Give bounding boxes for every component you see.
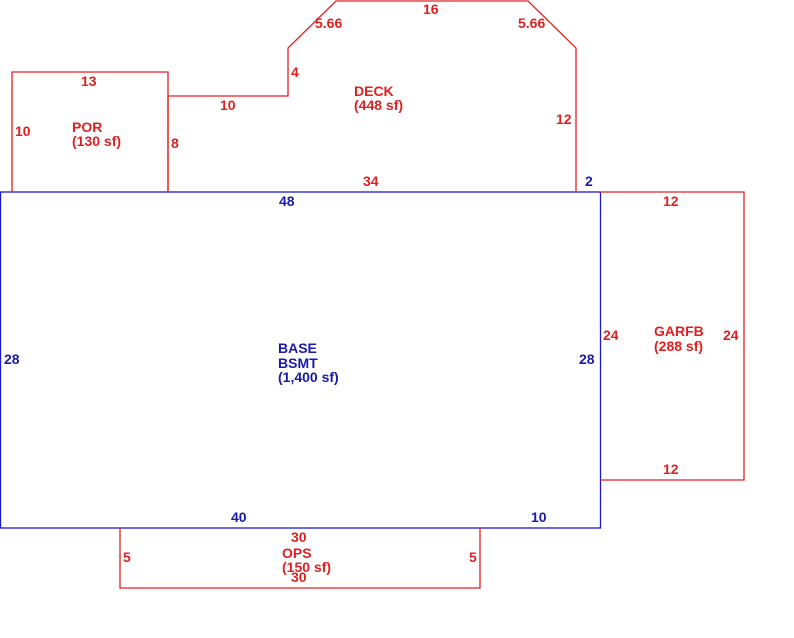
por-name: POR — [72, 119, 102, 135]
dim-garfb-right: 24 — [723, 327, 739, 343]
dim-deck-diag-right: 5.66 — [518, 15, 545, 31]
dim-garfb-bottom: 12 — [663, 461, 679, 477]
dim-deck-bottom: 34 — [363, 173, 379, 189]
por-area: (130 sf) — [72, 133, 121, 149]
dim-garfb-top: 12 — [663, 193, 679, 209]
por-outline — [11, 71, 169, 192]
deck-outline — [167, 0, 577, 192]
base-name-line2: BSMT — [278, 355, 318, 371]
dim-ops-left: 5 — [123, 549, 131, 565]
dim-base-left: 28 — [4, 351, 20, 367]
dim-deck-right-step: 2 — [585, 173, 593, 189]
garfb-name: GARFB — [654, 323, 704, 339]
ops-outline — [119, 528, 481, 589]
dim-deck-right: 12 — [556, 111, 572, 127]
dim-deck-step-vertical: 4 — [291, 64, 299, 80]
dim-ops-bottom: 30 — [291, 569, 307, 585]
dim-deck-diag-left: 5.66 — [315, 15, 342, 31]
dim-deck-step-horizontal: 10 — [220, 97, 236, 113]
deck-name: DECK — [354, 83, 394, 99]
garfb-area: (288 sf) — [654, 338, 703, 354]
dim-por-left: 10 — [15, 123, 31, 139]
dim-base-right: 28 — [579, 351, 595, 367]
dim-ops-right: 5 — [469, 549, 477, 565]
dim-por-right: 8 — [171, 135, 179, 151]
dim-base-bottom-left: 40 — [231, 509, 247, 525]
ops-area: (150 sf) — [282, 559, 331, 575]
dim-base-bottom-right: 10 — [531, 509, 547, 525]
garfb-outline — [600, 191, 745, 481]
dim-base-top: 48 — [279, 193, 295, 209]
dim-por-top: 13 — [81, 73, 97, 89]
base-bsmt-outline — [0, 191, 602, 529]
dim-ops-top: 30 — [291, 529, 307, 545]
deck-area: (448 sf) — [354, 97, 403, 113]
ops-name: OPS — [282, 545, 312, 561]
dim-deck-top: 16 — [423, 1, 439, 17]
dim-garfb-left: 24 — [603, 327, 619, 343]
base-name-line1: BASE — [278, 340, 317, 356]
base-area: (1,400 sf) — [278, 369, 339, 385]
